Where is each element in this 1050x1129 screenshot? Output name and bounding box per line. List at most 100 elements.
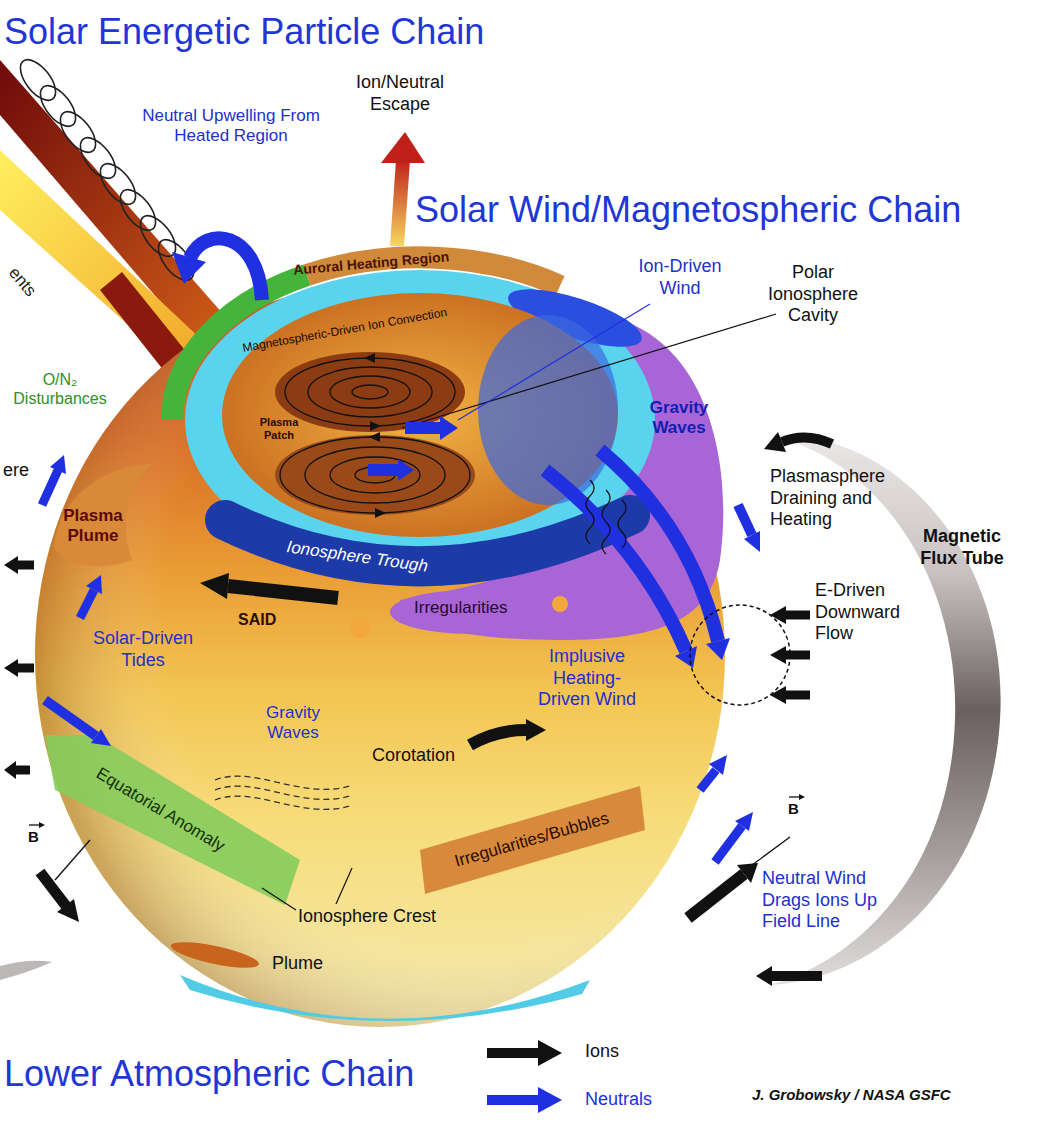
process-label: SAID [238,610,276,629]
convection-region [275,352,465,432]
neutral-arrow [50,455,66,474]
gravity-wave [215,776,350,809]
region-label: Magnetic Flux Tube [910,526,1014,569]
ion-arrow [200,573,229,599]
legend-label: Ions [585,1041,619,1063]
ion-arrow [770,686,786,704]
neutral-arrow [715,826,742,862]
neutral-arrow [744,531,760,552]
vector-symbol: B [788,800,799,818]
leader-line [402,314,776,428]
legend-swatch [538,1087,562,1113]
vector-mark [39,822,45,828]
neutral-arrow [91,729,111,746]
ion-arrow [526,719,546,741]
leader-line [458,304,650,420]
vector-mark [29,824,39,825]
vector-mark [799,794,805,800]
ion-arrow [786,611,810,620]
ion-arrow [4,659,18,677]
neutral-arrow [86,575,102,594]
leader-line [336,868,352,904]
ion-arrow [16,766,30,775]
cut-label: ere [3,460,29,482]
ion-arrow [756,966,772,986]
neutral-arrow [600,450,718,641]
irregularity-blob [350,618,370,638]
neutral-arrow [190,238,262,300]
process-label: Gravity Waves [252,703,334,744]
bubble-band [420,786,645,894]
region-label: Plume [272,953,323,975]
region-label: Polar Ionosphere Cavity [756,262,870,327]
ion-arrow [4,556,18,574]
neutral-arrow [80,590,94,618]
ion-arrow [770,646,786,664]
process-label: Gravity Waves [640,398,718,439]
chain-title: Solar Energetic Particle Chain [4,10,484,53]
ion-arrow [737,863,758,883]
process-label: O/N₂ Disturbances [2,370,118,408]
region-label: Irregularities [414,598,508,618]
process-label: E-Driven Downward Flow [815,580,915,645]
neutral-arrow [45,700,96,736]
ion-arrow [772,971,822,981]
ion-arrow [4,761,16,779]
chain-title: Solar Wind/Magnetospheric Chain [415,188,961,231]
process-label: Magnetospheric-Driven Ion Convection [242,305,449,355]
region-label: Ionosphere Trough [285,537,429,577]
region-label: Irregularities/Bubbles [452,808,611,872]
region-label: Equatorial Anomaly [92,764,228,857]
field-loop [690,605,790,705]
polar-ring [185,270,655,570]
convection-region [275,435,475,515]
convection-cell [280,358,470,513]
ion-arrow [40,872,66,906]
process-label: Solar-Driven Tides [76,628,210,671]
polar-cap [222,293,618,537]
neutral-arrow [440,416,458,440]
region-label: Auroral Heating Region [292,248,449,278]
field-line [55,840,90,880]
neutral-arrow [398,459,414,481]
ion-arrow [57,899,79,922]
neutral-arrow [700,770,716,790]
region-label: Plasma Patch [248,416,310,442]
process-label: Neutral Wind Drags Ions Up Field Line [762,868,904,933]
plume-shape [169,937,261,973]
ion-arrow [786,651,810,660]
ion-arrow [688,874,744,918]
legend-swatch [538,1040,562,1066]
ion-arrow [770,606,786,624]
vector-symbol: B [28,828,39,846]
ion-arrow [18,664,34,673]
neutral-arrow [545,470,686,651]
neutral-arrow [735,812,753,831]
process-label: Plasmasphere Draining and Heating [770,466,904,531]
equatorial-band [45,735,300,905]
escape-arrow [390,160,410,246]
vector-mark [789,796,799,797]
process-label: Ion/Neutral Escape [345,72,455,115]
leader-line [262,888,296,910]
escape-arrow [381,132,425,163]
region-label: Ionosphere Crest [298,906,436,928]
cut-label: ents [4,263,40,301]
process-label: Ion-Driven Wind [618,256,742,299]
ion-arrow [764,432,786,452]
neutral-arrow [706,638,730,660]
ion-arrow [470,730,526,745]
neutral-arrow [738,505,752,535]
legend-label: Neutrals [585,1089,652,1111]
ion-arrow [782,437,832,444]
globe-rim [180,975,590,1021]
flux-tube [0,961,52,980]
ion-arrow [18,561,34,570]
chain-title: Lower Atmospheric Chain [4,1052,414,1095]
process-label: Corotation [372,745,455,767]
process-label: Neutral Upwelling From Heated Region [140,106,322,147]
legend-swatch [487,1095,540,1105]
ion-arrow [786,691,810,700]
credit-text: J. Grobowsky / NASA GSFC [752,1086,951,1104]
